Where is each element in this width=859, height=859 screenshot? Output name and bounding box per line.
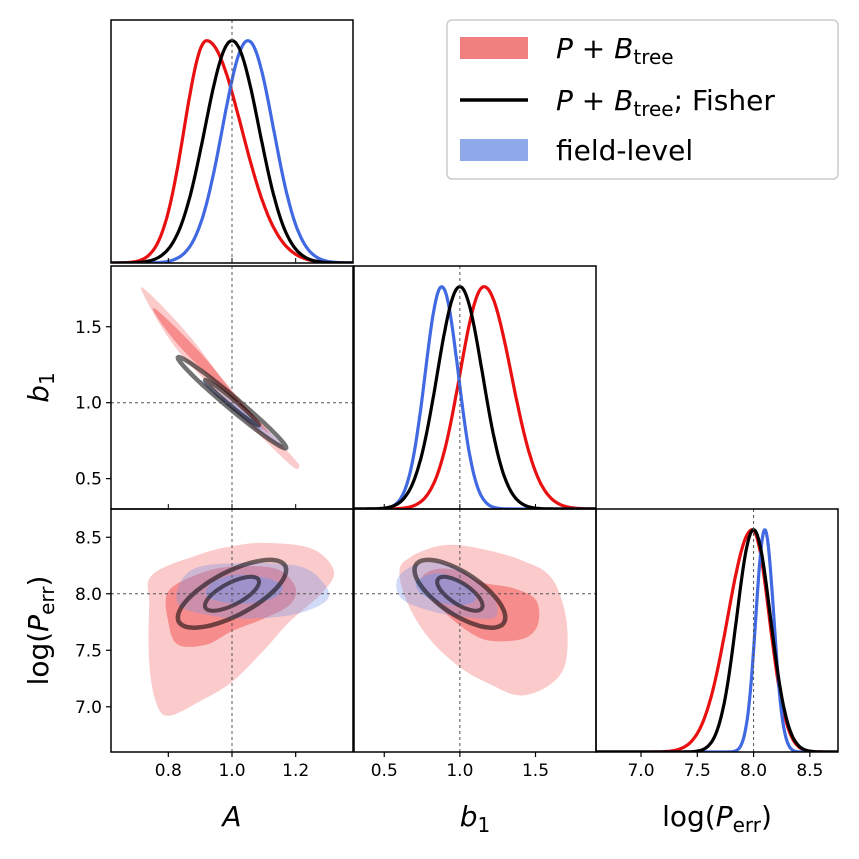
fisher-contour-2sigma: [175, 557, 289, 630]
x-b1-tick-label: 0.5: [371, 761, 398, 781]
x-logP-tick-label: 8.0: [740, 761, 767, 781]
x-b1-tick-label: 1.5: [522, 761, 549, 781]
field-marginal-line: [596, 528, 838, 752]
fisher-contour-2sigma: [412, 557, 508, 630]
contours-b1_logP: [396, 544, 568, 696]
legend: P + Btree P + Btree; Fisher field-level: [446, 19, 839, 180]
legend-box: [446, 19, 839, 180]
pbt-marginal-line: [596, 528, 838, 752]
field-marginal-line: [354, 285, 596, 509]
contours-A_b1: [140, 287, 300, 470]
legend-swatch: [460, 139, 528, 161]
fisher-contour-1sigma: [435, 574, 485, 613]
panel-frame: [595, 508, 839, 753]
y-logP-tick-label: 8.5: [75, 528, 102, 548]
ticks-layer: 0.8 1.0 1.2 0.5 1.0 1.5 7.0 7.5 8.0 8.5 0.5 1.0 1.5 7…: [75, 258, 823, 781]
x-A-tick-label: 1.0: [218, 761, 245, 781]
x-axis-label-b1: b1: [460, 800, 491, 837]
y-logP-tick-label: 8.0: [75, 585, 102, 605]
x-A-tick-label: 0.8: [155, 761, 182, 781]
fisher-contour-1sigma: [202, 377, 262, 428]
x-b1-tick-label: 1.0: [446, 761, 473, 781]
y-b1-tick-label: 1.0: [75, 394, 102, 414]
pbt-contour-2sigma: [147, 542, 335, 716]
x-A-tick-label: 1.2: [282, 761, 309, 781]
y-axis-label-logP: log(Perr): [22, 576, 59, 686]
fisher-contour-2sigma: [175, 354, 289, 451]
y-b1-tick-label: 0.5: [75, 470, 102, 490]
x-axis-label-A: A: [220, 800, 241, 833]
y-b1-tick-label: 1.5: [75, 318, 102, 338]
legend-swatch: [460, 37, 528, 59]
y-axis-label-b1: b1: [22, 372, 59, 403]
x-logP-tick-label: 7.5: [684, 761, 711, 781]
reference-lines-layer: [111, 20, 755, 752]
field-contour-1sigma: [205, 574, 283, 604]
marginal-logP: [596, 528, 838, 752]
x-axis-label-logP: log(Perr): [662, 800, 772, 837]
legend-entry-label: field-level: [556, 134, 693, 167]
y-logP-tick-label: 7.5: [75, 641, 102, 661]
marginal-b1: [354, 285, 596, 509]
fisher-marginal-line: [596, 528, 838, 752]
contours-A_logP: [147, 542, 335, 716]
x-logP-tick-label: 7.0: [627, 761, 654, 781]
legend-entry-label: P + Btree: [556, 32, 674, 69]
y-logP-tick-label: 7.0: [75, 698, 102, 718]
legend-entry-label: P + Btree; Fisher: [556, 84, 775, 121]
fisher-contour-1sigma: [202, 574, 262, 613]
x-logP-tick-label: 8.5: [796, 761, 823, 781]
filled-contours-layer: [140, 287, 568, 716]
fisher-marginal-line: [354, 285, 596, 509]
